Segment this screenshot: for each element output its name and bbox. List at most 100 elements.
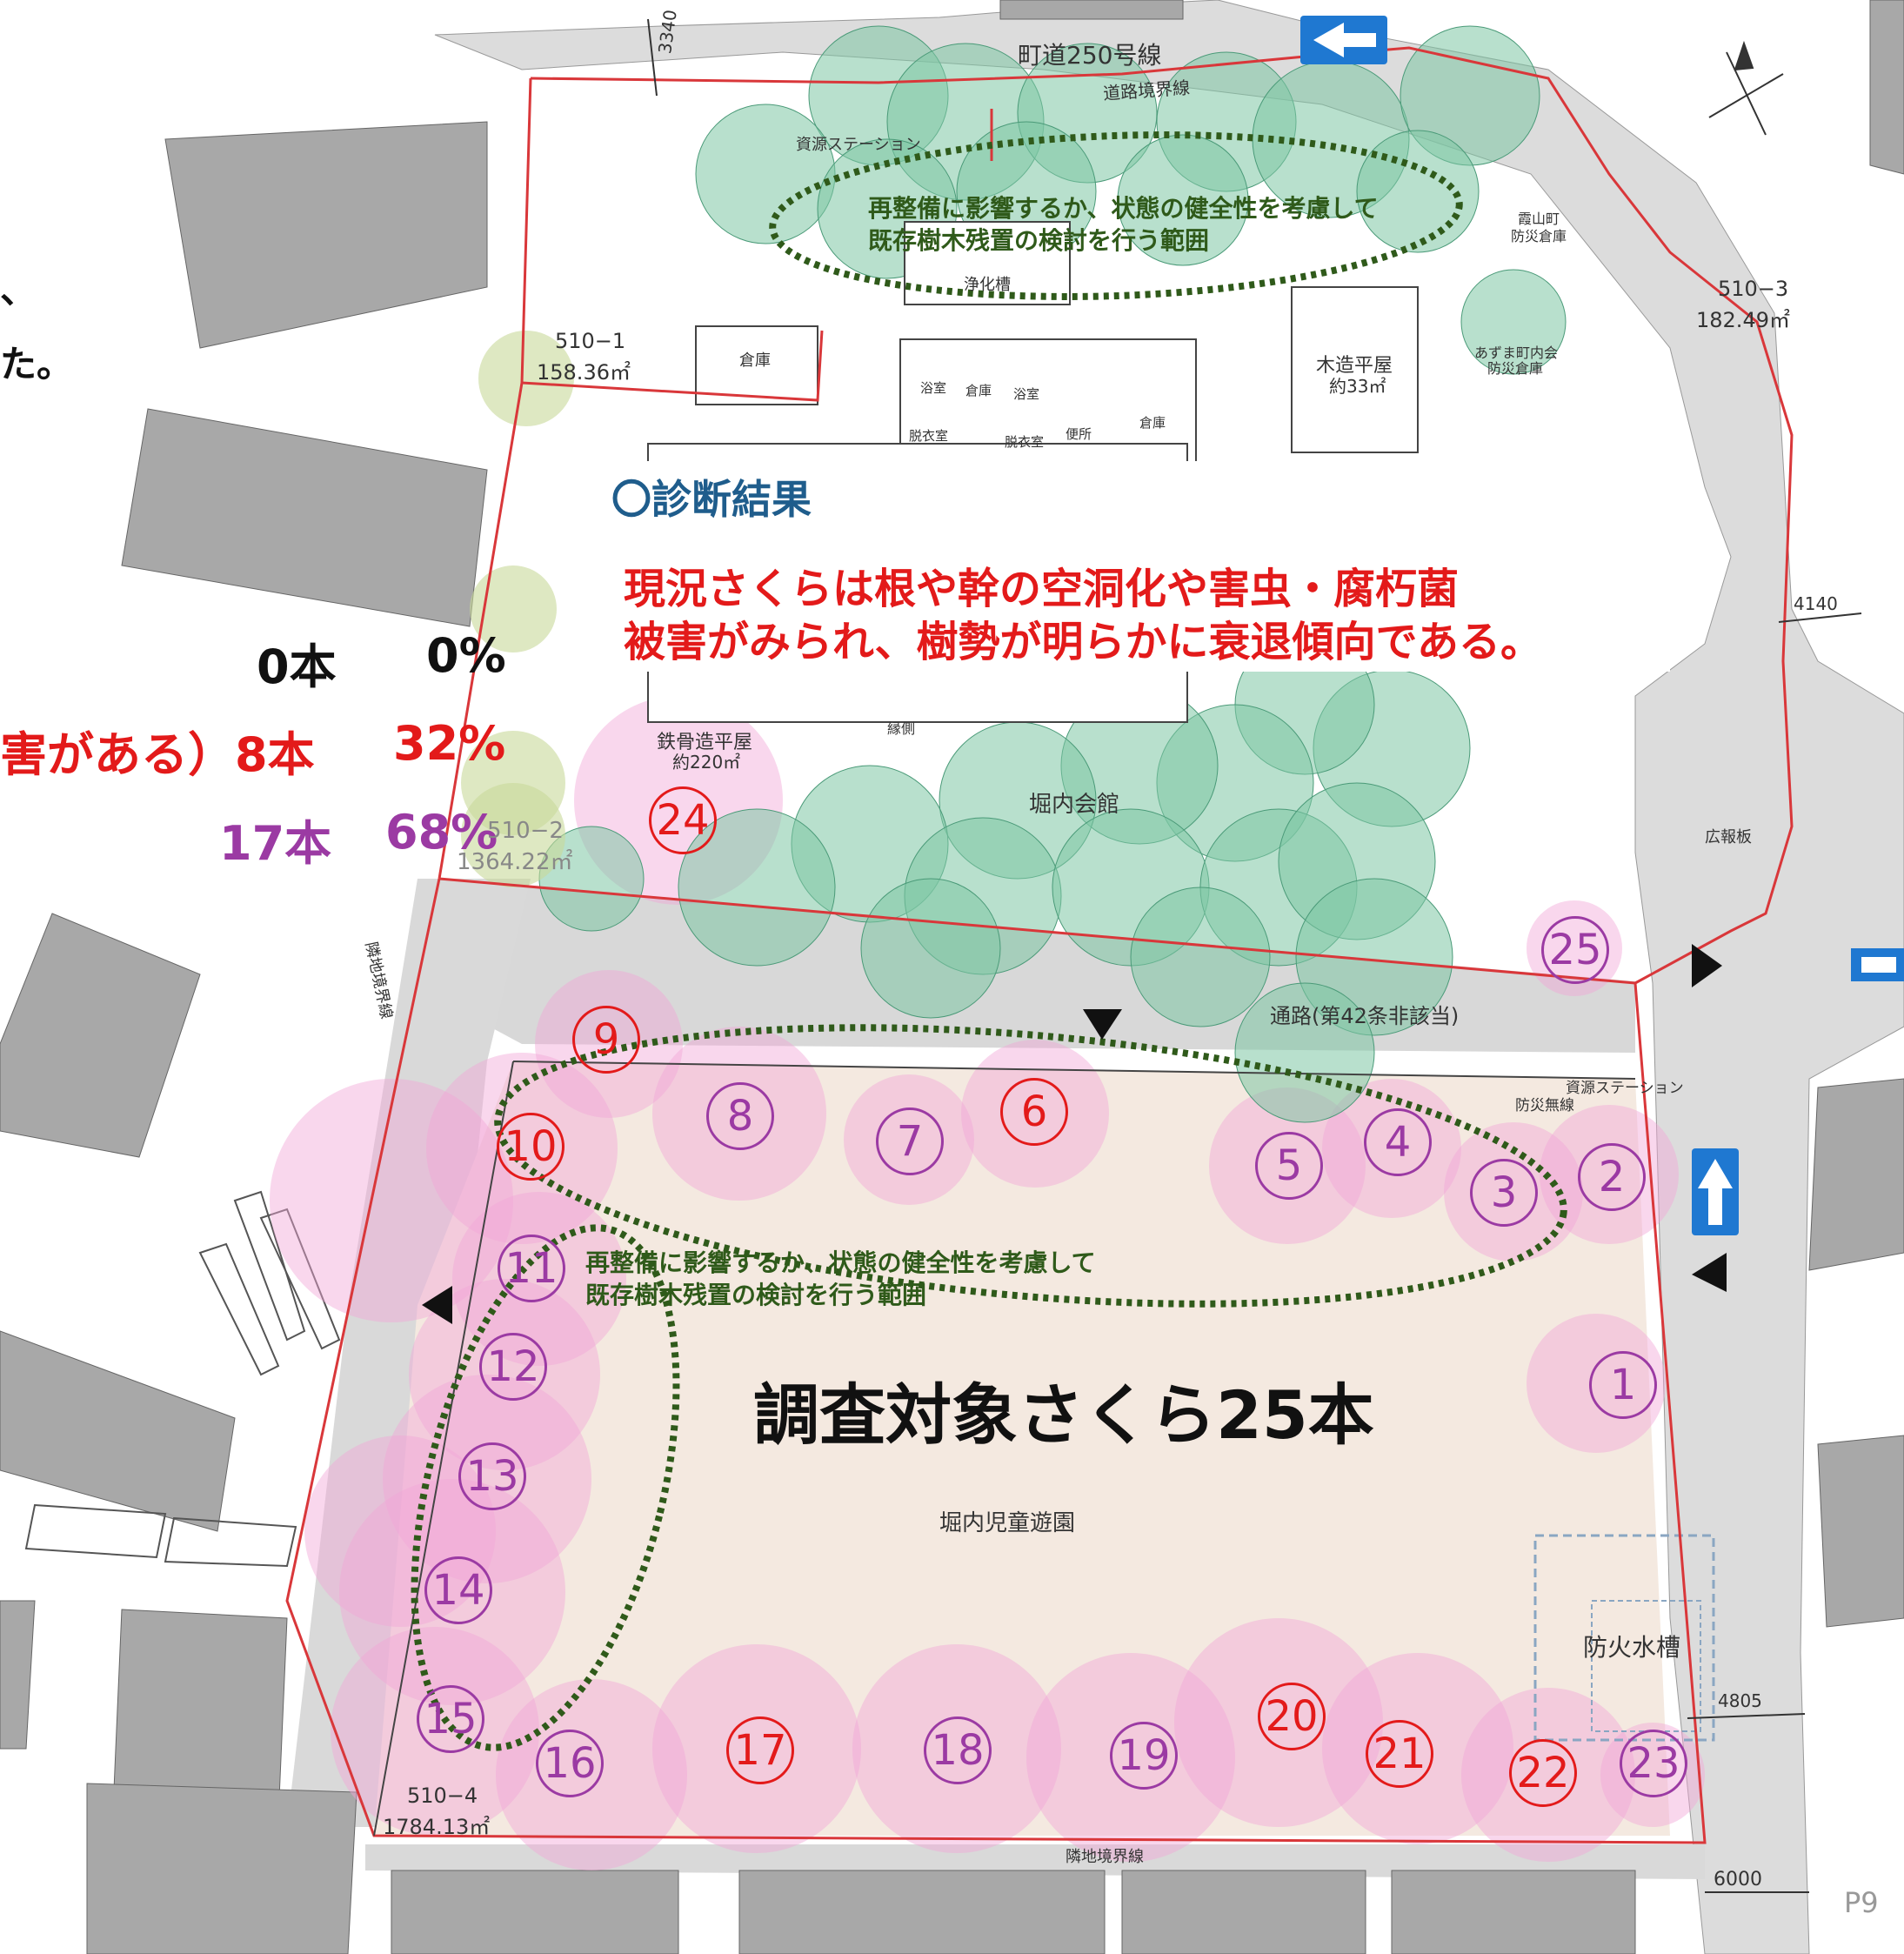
- tree-marker-15[interactable]: 15: [417, 1685, 484, 1753]
- result-line2: 被害がみられ、樹勢が明らかに衰退傾向である。: [624, 618, 1543, 666]
- building: [1869, 0, 1904, 175]
- building: [999, 0, 1184, 20]
- tree-marker-23[interactable]: 23: [1620, 1730, 1687, 1797]
- park-area: [374, 1061, 1670, 1836]
- lot-510-2: 510−2: [487, 818, 564, 844]
- building: [1391, 1870, 1636, 1954]
- fence-line-left: [373, 1061, 514, 1837]
- changing2-label: 脱衣室: [1005, 434, 1045, 450]
- building: [1808, 1078, 1904, 1271]
- storage3-label: 倉庫: [1139, 415, 1166, 431]
- north-arrow-icon: [1708, 40, 1784, 136]
- disaster-storage-2a: あずま町内会: [1474, 345, 1559, 361]
- tree-marker-25[interactable]: 25: [1541, 916, 1609, 984]
- lot-510-3: 510−3: [1718, 277, 1789, 301]
- road-left: [287, 879, 531, 1827]
- tree-marker-1[interactable]: 1: [1589, 1351, 1657, 1419]
- building: [391, 1870, 679, 1954]
- tree-marker-9[interactable]: 9: [572, 1006, 640, 1074]
- tree-marker-17[interactable]: 17: [726, 1716, 794, 1784]
- tree-marker-3[interactable]: 3: [1470, 1159, 1538, 1227]
- passage-label: 通路(第42条非該当): [1270, 1004, 1460, 1028]
- tree-marker-12[interactable]: 12: [479, 1333, 547, 1401]
- changing1-label: 脱衣室: [909, 428, 949, 444]
- veranda-label: 縁側: [887, 720, 916, 737]
- tree-marker-16[interactable]: 16: [536, 1730, 604, 1797]
- disaster-storage-2b: 防災倉庫: [1487, 360, 1544, 377]
- fence-line: [512, 1061, 1636, 1080]
- road-bottom: [365, 1844, 1705, 1879]
- yellow-canopies: [461, 331, 574, 887]
- tree-marker-20[interactable]: 20: [1258, 1683, 1326, 1750]
- septic-tank-label: 浄化槽: [964, 276, 1011, 294]
- shed-outlines: [24, 1190, 341, 1568]
- dim-4140: 4140: [1794, 593, 1838, 614]
- park-label: 堀内児童遊園: [939, 1510, 1076, 1536]
- building: [738, 1870, 1106, 1954]
- wireless-label: 防災無線: [1515, 1097, 1574, 1114]
- tree-marker-18[interactable]: 18: [924, 1716, 992, 1784]
- dim-6000: 6000: [1714, 1869, 1762, 1890]
- toilet-label: 便所: [1066, 426, 1092, 442]
- building: [0, 913, 201, 1158]
- tree-marker-5[interactable]: 5: [1255, 1132, 1323, 1200]
- building: [0, 1330, 236, 1532]
- water-tank-outline: [1533, 1534, 1715, 1742]
- wooden-house-label: 木造平屋: [1316, 355, 1393, 377]
- building: [1817, 1435, 1904, 1628]
- result-heading: 〇診断結果: [611, 476, 812, 523]
- legend-row3-pct: 68%: [385, 805, 498, 860]
- tree-marker-2[interactable]: 2: [1578, 1143, 1646, 1211]
- ellipse-mid-note-line1: 再整備に影響するか、状態の健全性を考慮して: [585, 1248, 1096, 1277]
- legend-row1-count: 0本: [257, 639, 337, 694]
- tree-marker-14[interactable]: 14: [424, 1556, 492, 1624]
- entrance-arrows: [422, 944, 1727, 1324]
- adjacent-boundary-bottom: 隣地境界線: [1066, 1848, 1144, 1866]
- dimension-lines: [647, 18, 1862, 1893]
- billboard-label: 広報板: [1705, 828, 1752, 847]
- tree-marker-13[interactable]: 13: [458, 1442, 526, 1510]
- tree-marker-10[interactable]: 10: [497, 1113, 565, 1181]
- storage-label: 倉庫: [739, 351, 771, 370]
- tree-marker-11[interactable]: 11: [498, 1235, 565, 1302]
- tree-marker-24[interactable]: 24: [649, 786, 717, 854]
- lot-510-4: 510−4: [407, 1783, 478, 1808]
- steel-area-label: 約220㎡: [672, 752, 741, 773]
- tree-marker-4[interactable]: 4: [1364, 1108, 1432, 1176]
- result-box: [600, 461, 1670, 672]
- building: [121, 408, 488, 627]
- disaster-storage-1a: 霞山町: [1518, 211, 1560, 227]
- left-partial-line2: た。: [0, 343, 74, 385]
- tree-marker-6[interactable]: 6: [1000, 1078, 1068, 1146]
- tree-marker-22[interactable]: 22: [1509, 1739, 1577, 1807]
- resource-station-top: 資源ステーション: [796, 136, 921, 154]
- storage2-label: 倉庫: [965, 383, 992, 398]
- lot-510-2-area: 1364.22㎡: [457, 849, 573, 875]
- lot-510-1-area: 158.36㎡: [537, 360, 631, 385]
- legend-row2-pct: 32%: [393, 716, 506, 771]
- building: [86, 1783, 357, 1954]
- ellipse-left: [411, 1224, 680, 1751]
- disaster-storage-1b: 防災倉庫: [1511, 228, 1567, 244]
- building: [0, 1600, 36, 1750]
- one-way-signs: [1300, 16, 1904, 1235]
- tree-marker-7[interactable]: 7: [876, 1107, 944, 1175]
- building: [1121, 1870, 1366, 1954]
- ellipse-top-note-line1: 再整備に影響するか、状態の健全性を考慮して: [868, 194, 1379, 223]
- page-number: P9: [1844, 1886, 1879, 1919]
- tree-marker-8[interactable]: 8: [706, 1082, 774, 1150]
- legend-row2-label: 害がある）8本: [0, 727, 315, 782]
- dim-4805: 4805: [1718, 1690, 1762, 1711]
- bath1-label: 浴室: [920, 380, 947, 396]
- wooden-area-label: 約33㎡: [1329, 376, 1386, 397]
- lot-510-1: 510−1: [555, 329, 626, 353]
- tree-marker-21[interactable]: 21: [1366, 1720, 1433, 1788]
- building: [164, 121, 488, 349]
- road-name: 町道250号線: [1018, 41, 1162, 70]
- legend-row1-pct: 0%: [426, 628, 506, 683]
- lot-510-3-area: 182.49㎡: [1696, 308, 1790, 332]
- steel-house-label: 鉄骨造平屋: [657, 732, 753, 753]
- left-partial-line1: 、: [0, 269, 37, 311]
- fire-tank-label: 防火水槽: [1583, 1633, 1681, 1662]
- tree-marker-19[interactable]: 19: [1110, 1722, 1178, 1790]
